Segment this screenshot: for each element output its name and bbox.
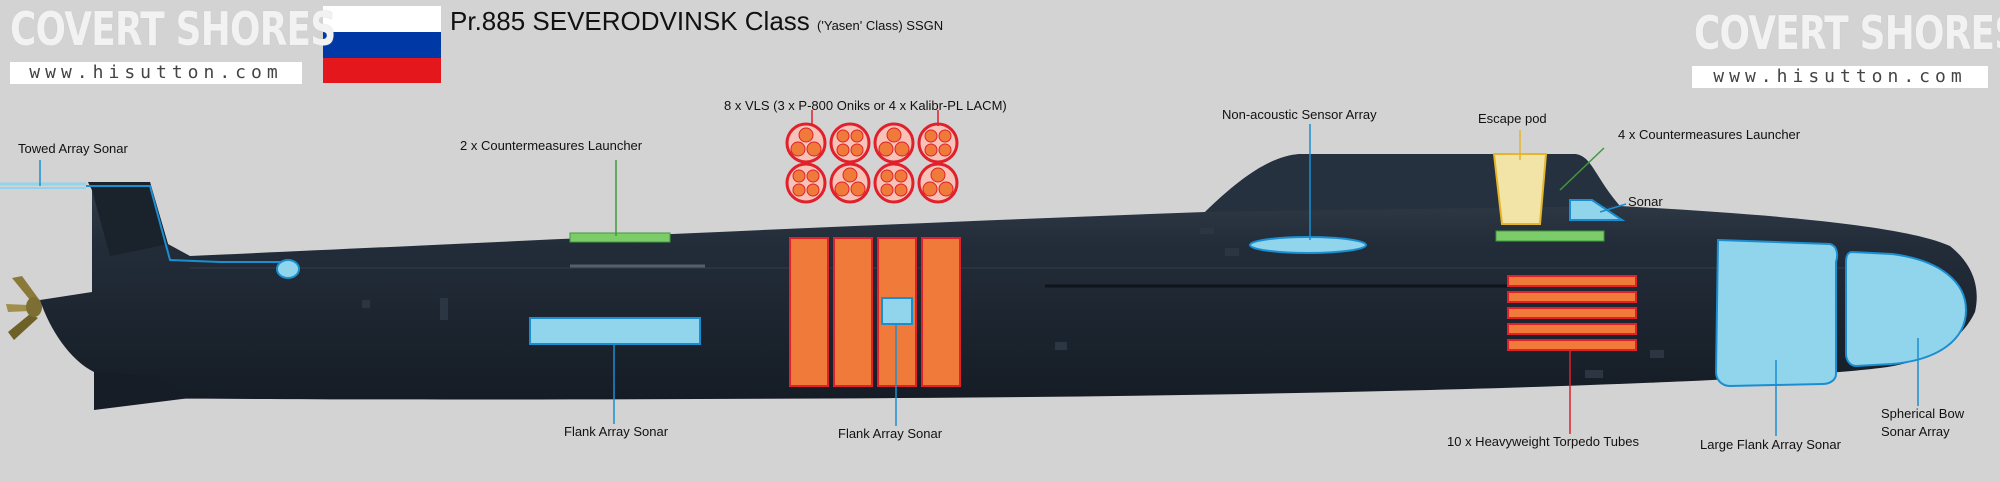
label-torpedo-tubes: 10 x Heavyweight Torpedo Tubes: [1447, 434, 1639, 449]
torpedo-tube: [1507, 323, 1637, 335]
torpedo-tube: [1507, 339, 1637, 351]
label-vls: 8 x VLS (3 x P-800 Oniks or 4 x Kalibr-P…: [724, 98, 1007, 113]
countermeasures-aft: [569, 232, 671, 243]
vls-hatch: [917, 162, 959, 204]
label-non-acoustic-sensor-array: Non-acoustic Sensor Array: [1222, 107, 1377, 122]
spherical-bow-sonar-array: [1845, 250, 1968, 368]
sail-sonar: [1569, 199, 1626, 221]
torpedo-tube: [1507, 307, 1637, 319]
logo-right: COVERT SHORES: [1694, 6, 2000, 60]
logo-url-right[interactable]: www.hisutton.com: [1692, 66, 1988, 88]
countermeasures-fwd: [1495, 230, 1605, 242]
vls-hatch: [785, 162, 827, 204]
lower-rudder: [94, 372, 190, 410]
leader-lines: [39, 110, 1919, 436]
label-large-flank-array-sonar: Large Flank Array Sonar: [1700, 437, 1841, 452]
label-spherical-bow-sonar-line2: Sonar Array: [1881, 424, 1950, 439]
aft-sonar-window: [276, 259, 300, 279]
large-flank-array-sonar: [1714, 238, 1839, 388]
label-flank-array-sonar-aft: Flank Array Sonar: [564, 424, 669, 439]
label-spherical-bow-sonar-line1: Spherical Bow: [1881, 406, 1965, 421]
vls-hatch: [873, 162, 915, 204]
vls-silo: [833, 237, 873, 387]
escape-pod: [1492, 153, 1548, 225]
vls-hatch: [917, 122, 959, 164]
label-countermeasures-fwd: 4 x Countermeasures Launcher: [1618, 127, 1801, 142]
label-countermeasures-aft: 2 x Countermeasures Launcher: [460, 138, 643, 153]
torpedo-tube: [1507, 275, 1637, 287]
towed-array-conduit: [86, 185, 285, 263]
page-title: Pr.885 SEVERODVINSK Class ('Yasen' Class…: [450, 6, 943, 37]
logo-url-left[interactable]: www.hisutton.com: [10, 62, 302, 84]
title-sub: ('Yasen' Class) SSGN: [817, 18, 944, 33]
label-sonar: Sonar: [1628, 194, 1663, 209]
flank-array-sonar-mid: [881, 297, 913, 325]
vls-silo: [789, 237, 829, 387]
label-towed-array-sonar: Towed Array Sonar: [18, 141, 128, 156]
flank-array-sonar-aft: [529, 317, 701, 345]
upper-rudder: [88, 182, 168, 256]
vls-hatches: [785, 122, 959, 204]
vls-silo: [921, 237, 961, 387]
vls-hatch: [829, 122, 871, 164]
non-acoustic-sensor-array: [1249, 236, 1367, 254]
vls-hatch: [829, 162, 871, 204]
logo-left: COVERT SHORES: [10, 2, 336, 56]
vls-hatch: [785, 122, 827, 164]
hull-details: [190, 228, 1940, 378]
russian-flag: [323, 6, 441, 83]
label-flank-array-sonar-mid: Flank Array Sonar: [838, 426, 943, 441]
hull: [40, 154, 1977, 410]
vls-hatch: [873, 122, 915, 164]
label-escape-pod: Escape pod: [1478, 111, 1547, 126]
sail: [1205, 154, 1620, 212]
propeller: [6, 276, 42, 340]
torpedo-tube: [1507, 291, 1637, 303]
title-main: Pr.885 SEVERODVINSK Class: [450, 6, 810, 36]
towed-array-cable: [0, 182, 86, 189]
torpedo-tubes: [1507, 275, 1637, 351]
vls-silos: [789, 237, 961, 387]
